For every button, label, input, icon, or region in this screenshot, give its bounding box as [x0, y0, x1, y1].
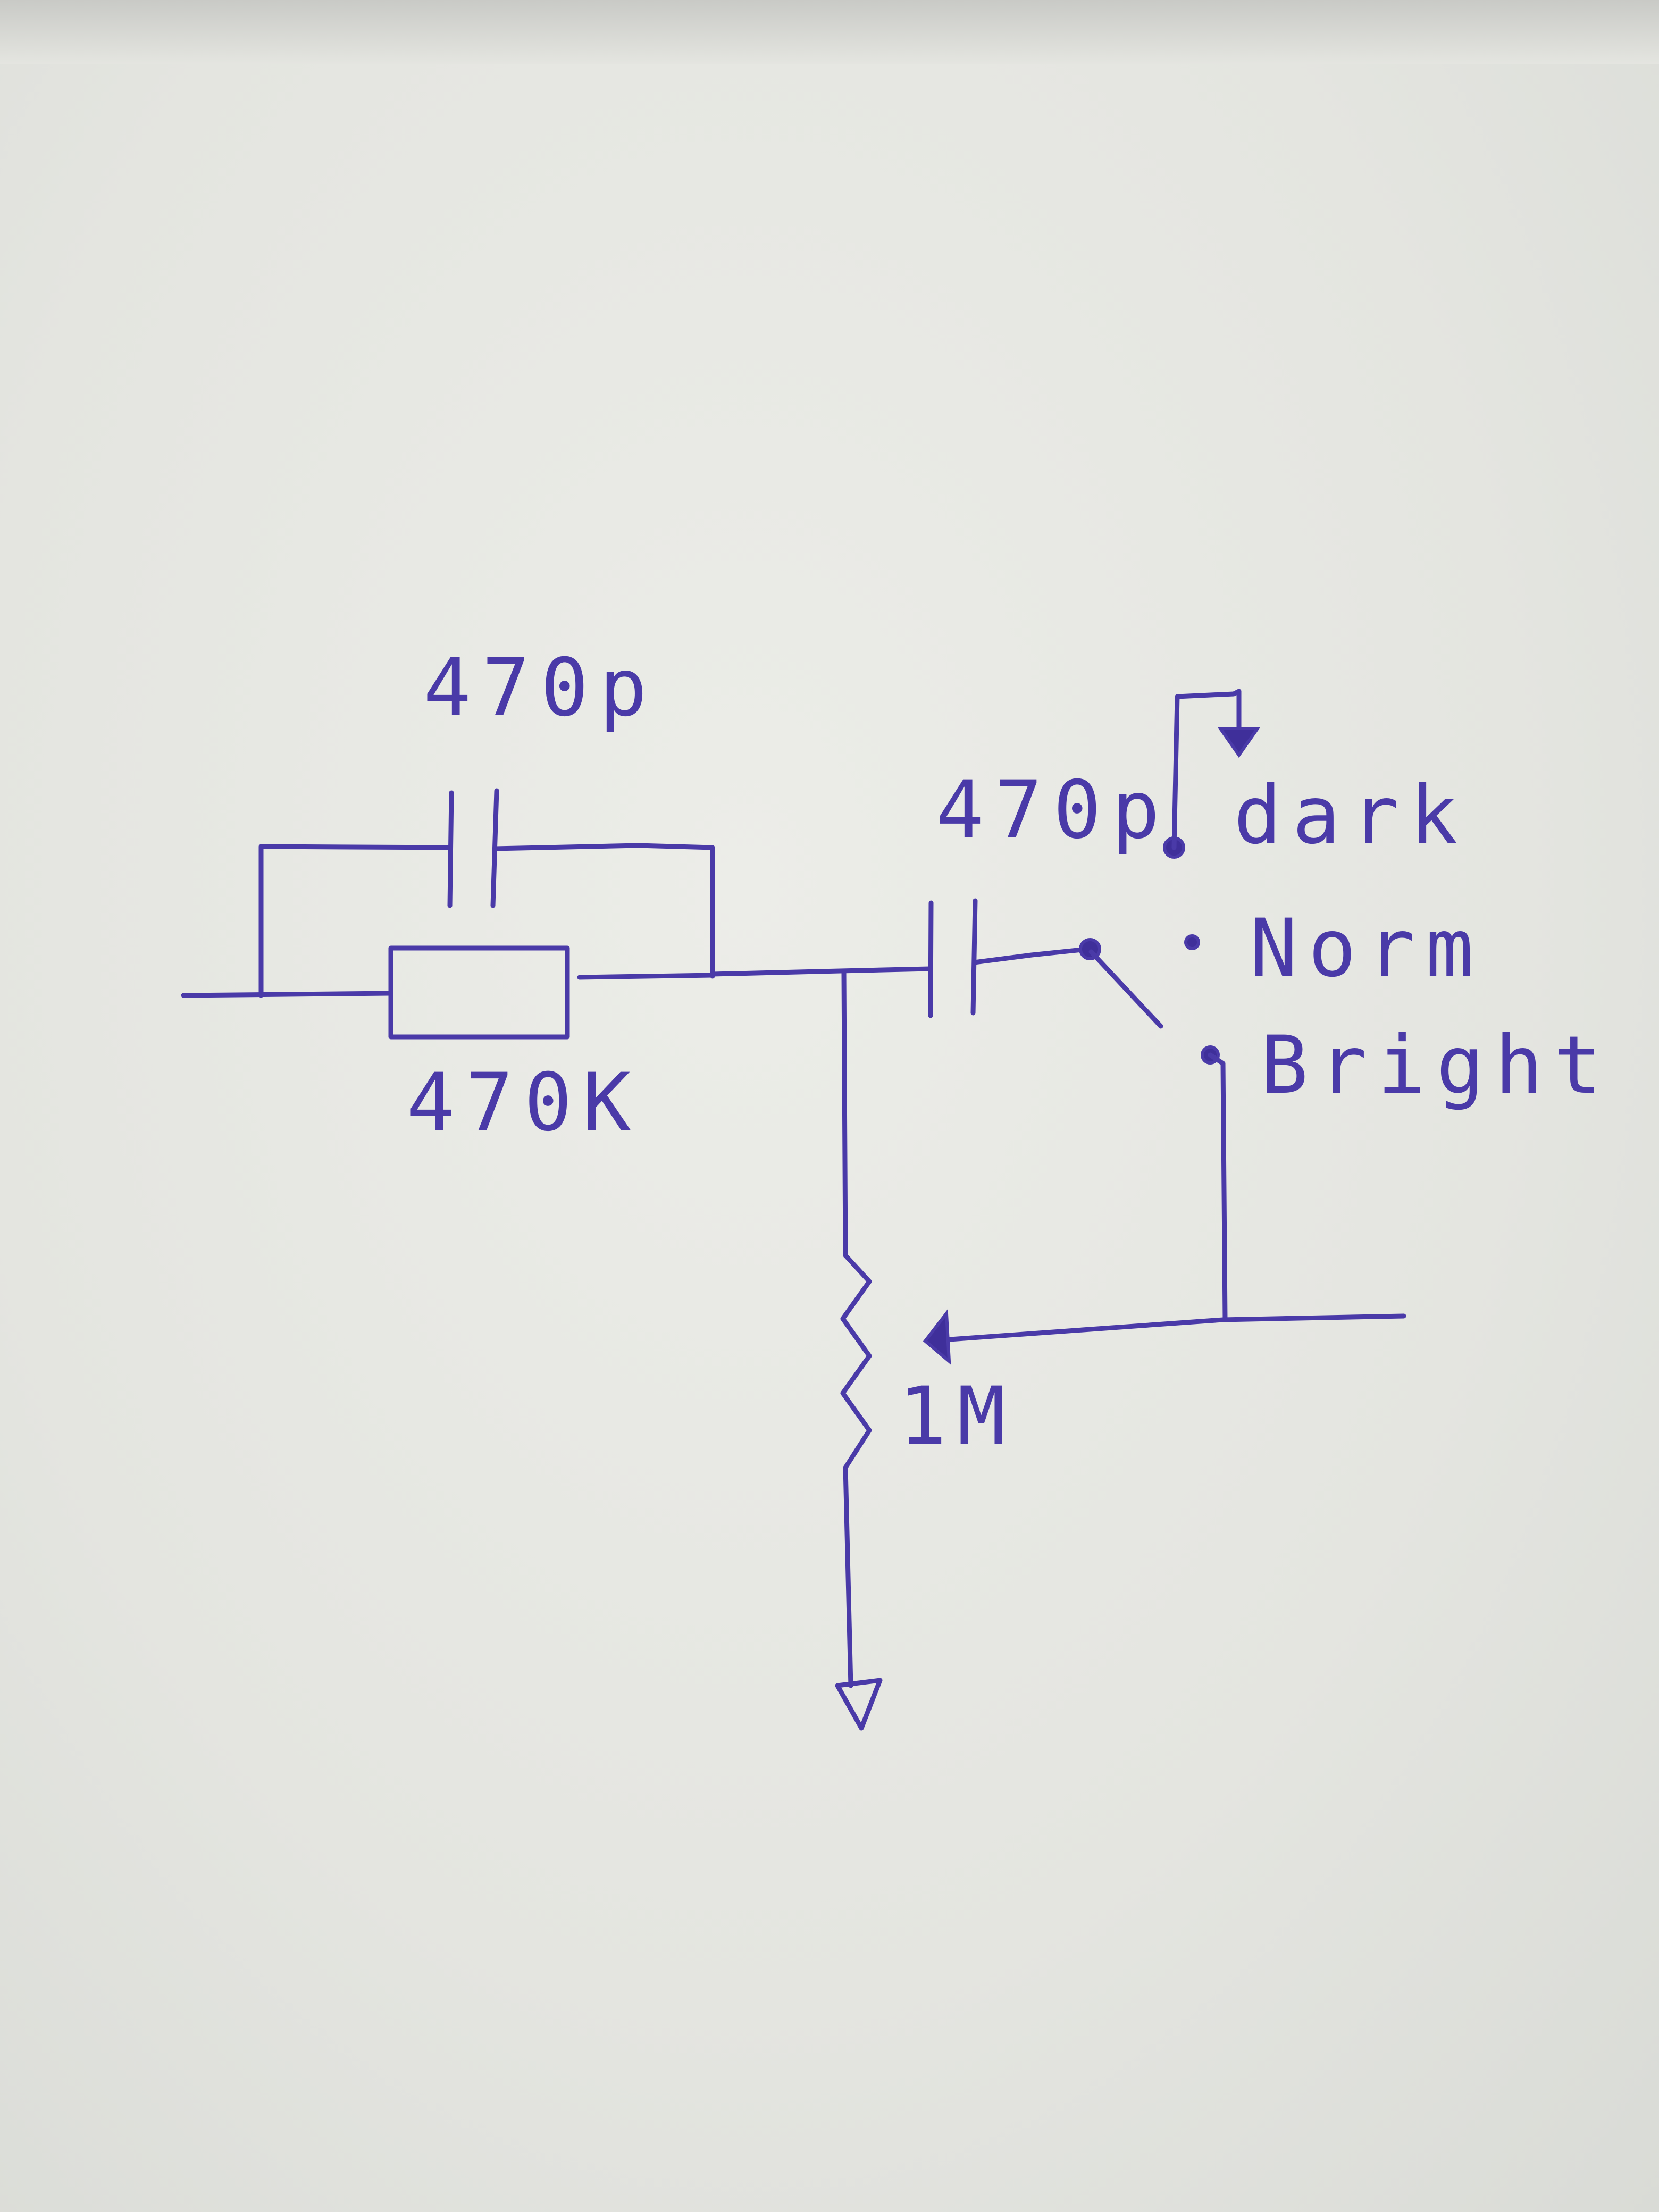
ground-symbol-icon: [835, 1678, 883, 1731]
bright-wire: [1208, 1052, 1228, 1321]
pot-top-wire: [841, 970, 848, 1258]
dark-ground-wire: [1171, 689, 1242, 850]
capacitor-470p-switch: [928, 898, 978, 1018]
label-norm: Norm: [1250, 902, 1484, 995]
parallel-right-wire: [492, 843, 715, 979]
node-wire: [710, 966, 932, 977]
label-cap-switch: 470p: [936, 764, 1170, 857]
label-pot: 1M: [899, 1370, 1016, 1463]
input-wire: [181, 991, 393, 998]
paper-edge-shadow: [0, 0, 1659, 64]
switch-input-wire: [971, 946, 1090, 965]
label-dark: dark: [1234, 769, 1468, 862]
parallel-left-wire: [258, 844, 451, 998]
switch-arm: [1088, 949, 1163, 1029]
capacitor-470p-top: [447, 788, 499, 908]
pot-bottom-wire: [843, 1465, 853, 1688]
resistor-470k: [388, 945, 570, 1040]
label-bright: Bright: [1260, 1019, 1612, 1112]
wiper-wire: [925, 1313, 1406, 1344]
label-cap-top: 470p: [423, 642, 658, 734]
wiper-arrow-icon: [923, 1309, 951, 1365]
resistor-output-wire: [577, 973, 715, 980]
label-resistor: 470K: [407, 1057, 641, 1149]
potentiometer-1m: [840, 1253, 872, 1470]
ground-arrow-icon: [1217, 727, 1261, 758]
switch-norm-terminal: [1184, 934, 1200, 950]
